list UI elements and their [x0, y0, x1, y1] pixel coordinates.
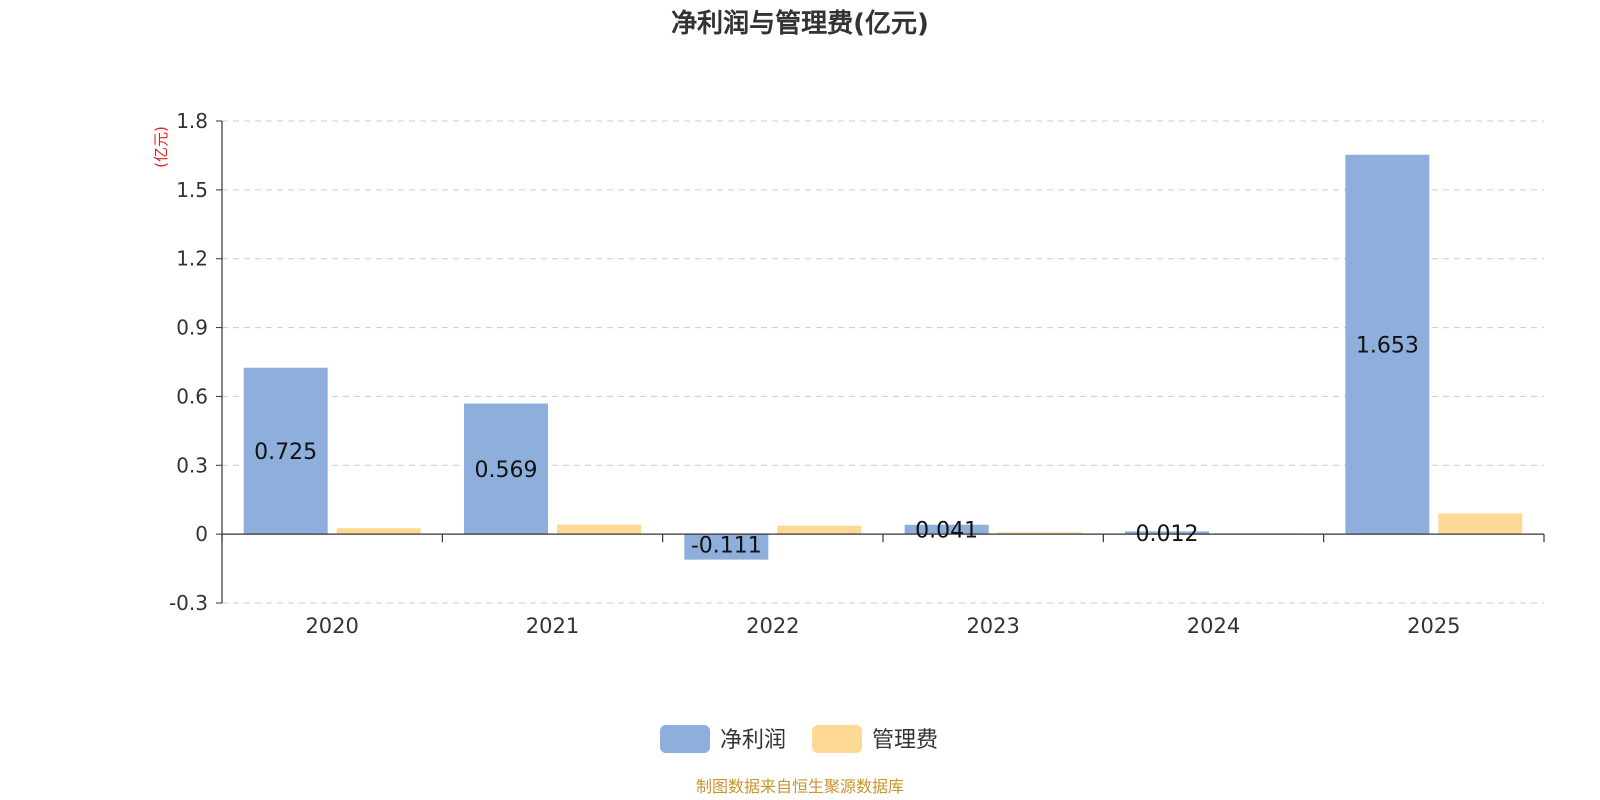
data-label: 0.041 — [915, 518, 978, 543]
bar-admin-expense — [997, 532, 1082, 535]
bar-net-profit — [684, 534, 769, 560]
x-tick-label: 2022 — [746, 614, 799, 638]
data-label: 0.012 — [1136, 522, 1199, 547]
y-tick-label: 0.3 — [176, 453, 208, 477]
chart-title: 净利润与管理费(亿元) — [671, 8, 929, 39]
bar-admin-expense — [777, 525, 862, 535]
legend-swatch — [812, 725, 862, 753]
source-note: 制图数据来自恒生聚源数据库 — [696, 777, 904, 796]
bar-net-profit — [1125, 531, 1209, 535]
legend-label: 管理费 — [872, 728, 938, 753]
bar-admin-expense — [1438, 513, 1523, 535]
x-tick-label: 2025 — [1407, 614, 1460, 638]
data-label: 0.569 — [475, 458, 538, 483]
data-label: 1.653 — [1356, 333, 1419, 358]
x-tick-label: 2023 — [966, 614, 1019, 638]
y-tick-label: 0.9 — [176, 316, 208, 340]
gridlines — [222, 120, 1544, 604]
bar-net-profit — [243, 367, 328, 535]
legend-swatch — [660, 725, 710, 753]
bars — [243, 154, 1523, 560]
y-tick-label: 0 — [195, 522, 208, 546]
data-label: 0.725 — [254, 440, 317, 465]
axes — [216, 120, 1545, 604]
x-tick-labels: 2020 2021 2022 2023 2024 2025 — [305, 614, 1460, 638]
data-labels: 0.725 0.569 -0.111 0.041 0.012 1.653 — [254, 333, 1419, 558]
bar-net-profit — [904, 524, 989, 535]
bar-net-profit — [1345, 154, 1430, 535]
y-tick-labels: -0.3 0 0.3 0.6 0.9 1.2 1.5 1.8 — [169, 109, 208, 615]
x-tick-label: 2020 — [305, 614, 358, 638]
bar-net-profit — [464, 403, 548, 535]
bar-admin-expense — [336, 528, 421, 535]
legend: 净利润 管理费 — [660, 725, 938, 753]
y-tick-label: -0.3 — [169, 591, 208, 615]
x-tick-label: 2024 — [1187, 614, 1240, 638]
y-tick-label: 1.2 — [176, 247, 208, 271]
y-tick-label: 1.8 — [176, 109, 208, 133]
y-axis-unit-label: (亿元) — [152, 126, 170, 168]
bar-admin-expense — [557, 524, 641, 535]
data-label: -0.111 — [691, 534, 762, 559]
x-tick-label: 2021 — [526, 614, 579, 638]
y-tick-label: 1.5 — [176, 178, 208, 202]
legend-label: 净利润 — [720, 728, 786, 753]
y-tick-label: 0.6 — [176, 384, 208, 408]
